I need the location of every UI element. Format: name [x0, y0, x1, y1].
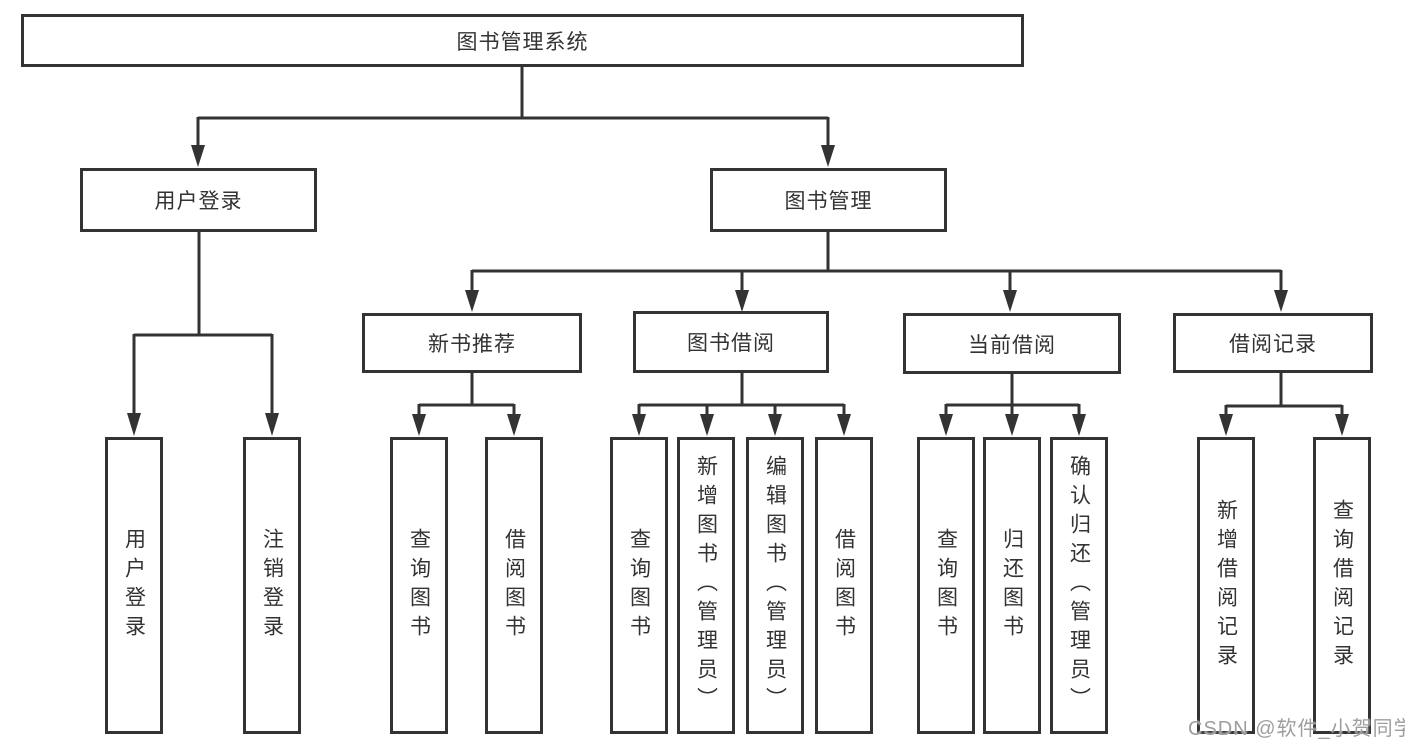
- node-label: 新增借阅记录: [1214, 498, 1238, 673]
- node-book-management: 图书管理: [710, 168, 947, 232]
- node-current-borrow: 当前借阅: [903, 313, 1121, 374]
- node-label: 图书管理: [784, 190, 873, 213]
- node-label: 用户登录: [154, 190, 243, 213]
- node-label: 借阅记录: [1229, 333, 1317, 356]
- node-library-management-system: 图书管理系统: [21, 14, 1024, 67]
- node-user-login: 用户登录: [80, 168, 317, 232]
- node-logout: 注销登录: [243, 437, 301, 734]
- node-label: 新书推荐: [428, 333, 516, 356]
- node-add-borrow-record: 新增借阅记录: [1197, 437, 1255, 734]
- node-label: 查询图书: [627, 527, 651, 644]
- node-book-borrow: 图书借阅: [633, 311, 829, 373]
- node-query-borrow-record: 查询借阅记录: [1313, 437, 1371, 734]
- node-label: 用户登录: [122, 527, 146, 644]
- node-label: 查询图书: [407, 527, 431, 644]
- node-borrow-records: 借阅记录: [1173, 313, 1373, 373]
- node-label: 图书管理系统: [456, 30, 589, 54]
- node-label: 注销登录: [260, 527, 284, 644]
- node-label: 确认归还（管理员）: [1067, 455, 1091, 716]
- node-label: 借阅图书: [832, 527, 856, 644]
- node-new-book-recommend: 新书推荐: [362, 313, 582, 373]
- node-label: 当前借阅: [968, 333, 1056, 357]
- node-label: 新增图书（管理员）: [694, 455, 718, 716]
- node-label: 借阅图书: [502, 527, 526, 644]
- node-return-books: 归还图书: [983, 437, 1041, 734]
- node-label: 编辑图书（管理员）: [763, 455, 787, 716]
- node-edit-book-admin: 编辑图书（管理员）: [746, 437, 804, 734]
- node-label: 图书借阅: [687, 332, 775, 355]
- node-label: 查询借阅记录: [1330, 498, 1354, 673]
- node-query-books: 查询图书: [390, 437, 448, 734]
- csdn-watermark: CSDN @软件_小贺同学: [1188, 718, 1405, 740]
- node-query-books: 查询图书: [610, 437, 668, 734]
- node-borrow-books: 借阅图书: [815, 437, 873, 734]
- node-borrow-books: 借阅图书: [485, 437, 543, 734]
- node-confirm-return-admin: 确认归还（管理员）: [1050, 437, 1108, 734]
- node-label: 查询图书: [934, 527, 958, 644]
- node-query-books: 查询图书: [917, 437, 975, 734]
- node-user-login-leaf: 用户登录: [105, 437, 163, 734]
- node-add-book-admin: 新增图书（管理员）: [677, 437, 735, 734]
- node-label: 归还图书: [1000, 527, 1024, 644]
